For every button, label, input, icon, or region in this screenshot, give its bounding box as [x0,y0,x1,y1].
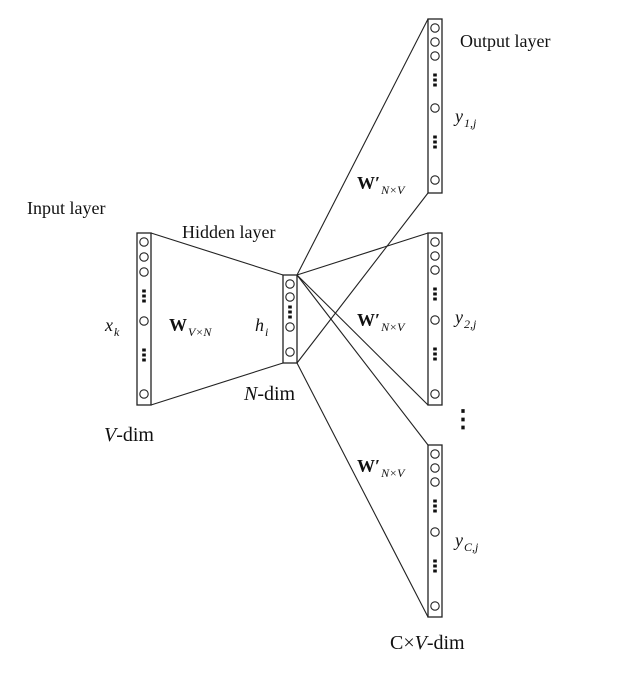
hidden-to-output2-top-line [296,232,429,276]
output-weight-matrix-label-2: W′N×V [357,310,405,334]
input-layer-ellipsis-dot-2-1 [142,348,146,352]
output-layer-2-ellipsis-dot-1-2 [433,292,437,296]
output-layer-2-ellipsis-dot-2-1 [433,347,437,351]
output-variable-label-1: y1,j [455,106,477,130]
hidden-layer-neuron-1 [285,279,295,289]
output-layer-2-ellipsis-dot-2-3 [433,357,437,361]
input-layer-ellipsis-dot-1-1 [142,289,146,293]
hidden-layer-ellipsis-dot-1-1 [288,305,292,309]
output-variable-label-2: y2,j [455,307,477,331]
hidden-layer-ellipsis-dot-1-2 [288,310,292,314]
output-layer-2-ellipsis-dot-1-3 [433,297,437,301]
output-layer-1-ellipsis-dot-2-3 [433,145,437,149]
output-layer-c-neuron-5 [430,601,440,611]
output-layer-1-ellipsis-dot-1-3 [433,83,437,87]
hidden-variable-label: hi [255,315,269,339]
output-layer-2-neuron-2 [430,251,440,261]
input-to-hidden-top-line [150,232,284,276]
input-layer-neuron-1 [139,237,149,247]
input-to-hidden-bottom-line [150,362,284,406]
input-layer-ellipsis-dot-1-2 [142,294,146,298]
output-layer-c-ellipsis-dot-1-1 [433,499,437,503]
output-layer-1-ellipsis-dot-1-2 [433,78,437,82]
output-layer-2-neuron-5 [430,389,440,399]
hidden-layer-label: Hidden layer [182,222,276,242]
output-layer-1-neuron-3 [430,51,440,61]
output-weight-matrix-label-3: W′N×V [357,456,405,480]
input-layer-ellipsis-dot-1-3 [142,299,146,303]
output-ellipsis: ⋮ [451,407,475,433]
output-layer-1-neuron-2 [430,37,440,47]
output-layer-1-ellipsis-dot-2-1 [433,135,437,139]
output-layer-2-ellipsis-dot-2-2 [433,352,437,356]
input-variable-label: xk [105,315,120,339]
output-layer-c-neuron-1 [430,449,440,459]
connection-lines [150,18,429,618]
output-layer-c-ellipsis-dot-1-2 [433,504,437,508]
output-layer-2-neuron-4 [430,315,440,325]
layer-boxes [136,18,443,618]
input-weight-matrix-label: WV×N [169,315,212,339]
output-layer-c-ellipsis-dot-2-3 [433,569,437,573]
output-layer-1-neuron-4 [430,103,440,113]
hidden-to-outputc-top-line [296,274,429,446]
output-layer-2-ellipsis-dot-1-1 [433,287,437,291]
output-layer-label: Output layer [460,31,551,51]
output-layer-1-neuron-1 [430,23,440,33]
output-layer-2-neuron-3 [430,265,440,275]
output-layer-c-neuron-4 [430,527,440,537]
input-dimension-label: V-dim [104,424,154,446]
input-layer-neuron-3 [139,267,149,277]
output-weight-matrix-label-1: W′N×V [357,173,405,197]
hidden-layer-neuron-2 [285,292,295,302]
output-layer-1-ellipsis-dot-1-1 [433,73,437,77]
hidden-to-output1-top-line [296,18,429,276]
output-layer-c-ellipsis-dot-2-1 [433,559,437,563]
hidden-layer-neuron-4 [285,347,295,357]
output-variable-label-c: yC,j [455,530,479,554]
input-layer-label: Input layer [27,198,106,218]
output-layer-c-ellipsis-dot-1-3 [433,509,437,513]
hidden-layer-ellipsis-dot-1-3 [288,315,292,319]
output-dimension-label: C×V-dim [390,632,465,654]
hidden-to-output1-bottom-line [296,192,429,364]
output-layer-c-neuron-2 [430,463,440,473]
output-layer-2-neuron-1 [430,237,440,247]
hidden-layer-neuron-3 [285,322,295,332]
hidden-to-output2-cross-line [296,274,429,406]
input-layer-ellipsis-dot-2-3 [142,358,146,362]
output-layer-c-ellipsis-dot-2-2 [433,564,437,568]
input-layer-neuron-5 [139,389,149,399]
hidden-dimension-label: N-dim [244,383,296,405]
hidden-to-outputc-bottom-line [296,362,429,618]
output-layer-1-neuron-5 [430,175,440,185]
output-layer-1-ellipsis-dot-2-2 [433,140,437,144]
output-layer-c-neuron-3 [430,477,440,487]
input-layer-neuron-2 [139,252,149,262]
input-layer-ellipsis-dot-2-2 [142,353,146,357]
input-layer-neuron-4 [139,316,149,326]
